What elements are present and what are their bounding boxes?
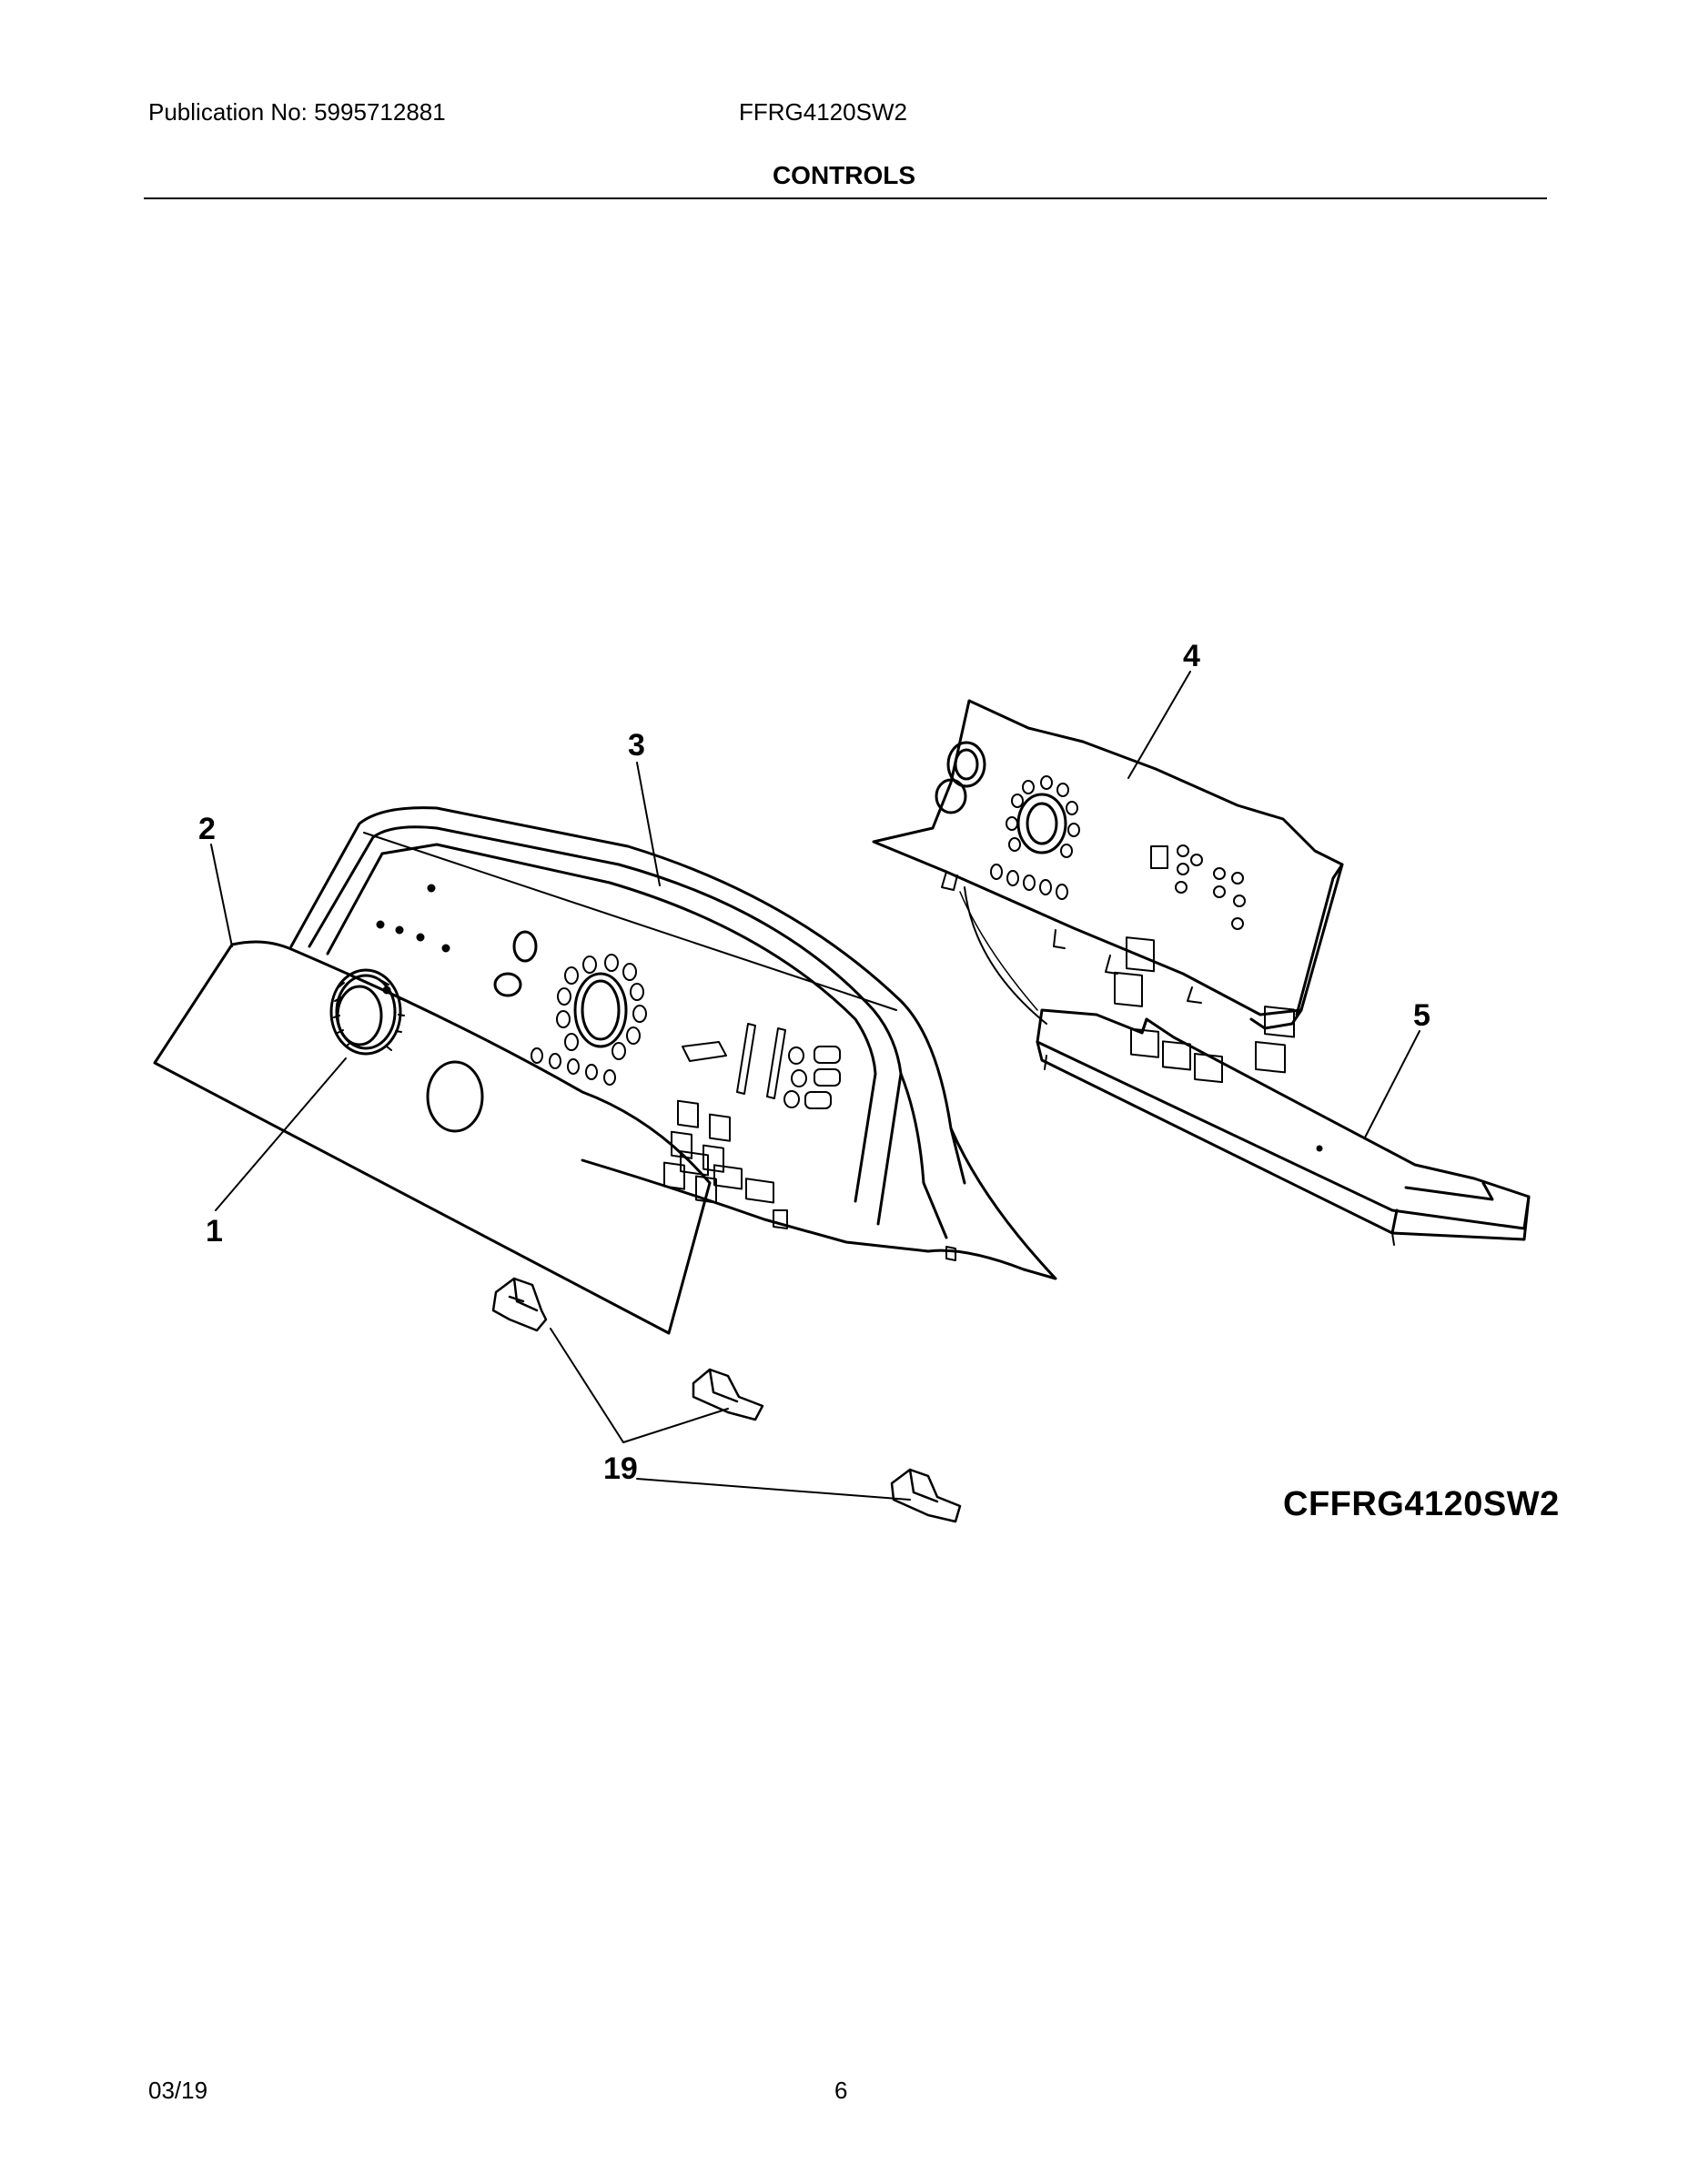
overlay-panel-part [153, 940, 712, 1335]
publication-number: Publication No: 5995712881 [148, 98, 446, 126]
callout-19: 19 [603, 1451, 638, 1486]
console-part [289, 806, 1057, 1280]
callout-4: 4 [1183, 639, 1200, 673]
clip-parts [491, 1277, 962, 1523]
model-number: FFRG4120SW2 [739, 98, 907, 126]
footer-date: 03/19 [148, 2077, 208, 2104]
callout-1: 1 [206, 1214, 223, 1249]
callout-5: 5 [1413, 998, 1430, 1033]
diagram-code: CFFRG4120SW2 [1283, 1485, 1560, 1523]
knob-part [329, 968, 405, 1056]
leader-lines [210, 671, 1420, 1501]
callout-labels: 1 2 3 4 5 19 [198, 639, 1430, 1486]
control-board-part [872, 699, 1344, 1084]
callout-3: 3 [628, 728, 645, 763]
header-rule [144, 197, 1547, 199]
section-title: CONTROLS [772, 161, 916, 189]
callout-2: 2 [198, 812, 216, 846]
page-number: 6 [834, 2077, 848, 2104]
board-cover-part [1036, 1008, 1531, 1246]
